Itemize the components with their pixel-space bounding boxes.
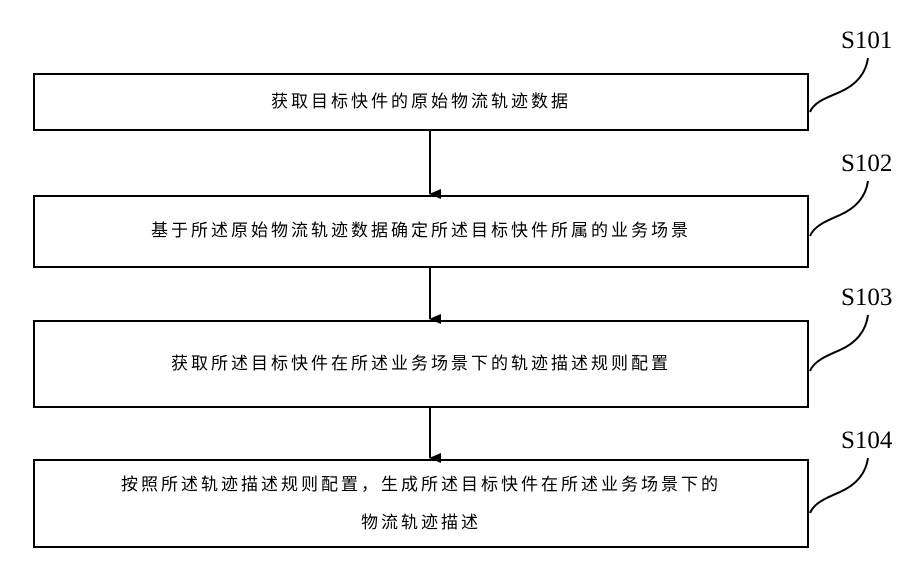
leader-line-s104 — [810, 458, 868, 513]
leader-line-s101 — [810, 58, 868, 112]
leader-line-s103 — [810, 315, 868, 371]
leader-line-s102 — [810, 181, 868, 236]
